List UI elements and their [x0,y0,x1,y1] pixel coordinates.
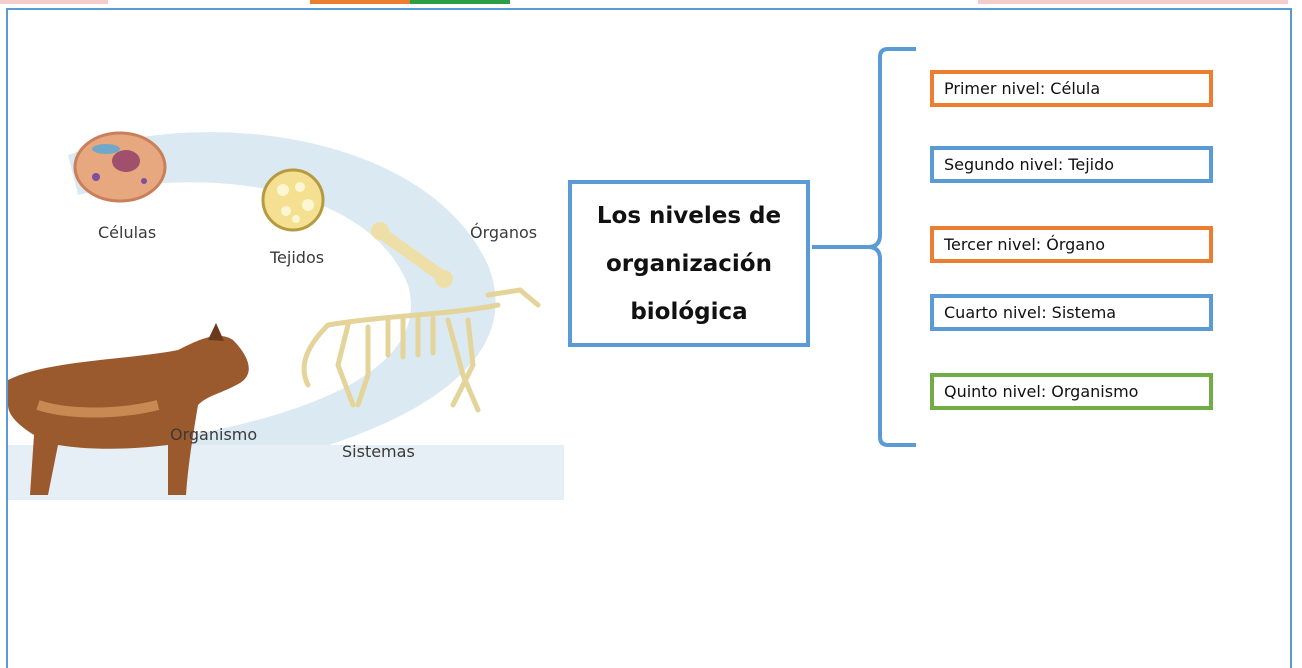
organization-illustration: Células Tejidos Órganos Organismo Sistem… [8,115,564,500]
cell-drawing [73,131,167,203]
illustration-graphic [8,131,564,500]
wolf-drawing [8,323,249,495]
label-organs: Órganos [470,223,538,242]
label-organism: Organismo [170,425,258,444]
level-text-3: Tercer nivel: Órgano [944,235,1106,254]
label-tissues: Tejidos [270,248,325,267]
level-box-5: Quinto nivel: Organismo [930,373,1213,410]
slide-frame [6,8,1292,668]
toolbar-tab-pink[interactable] [0,0,108,4]
label-systems: Sistemas [342,442,415,461]
level-box-2: Segundo nivel: Tejido [930,146,1213,183]
level-box-4: Cuarto nivel: Sistema [930,294,1213,331]
curly-brace [812,47,916,447]
toolbar-tab-orange[interactable] [310,0,410,4]
level-box-1: Primer nivel: Célula [930,70,1213,107]
title-line-2: organización [606,250,772,277]
level-text-1: Primer nivel: Célula [944,79,1101,98]
title-line-3: biológica [630,298,748,325]
level-text-4: Cuarto nivel: Sistema [944,303,1117,322]
bone-drawing [371,222,453,288]
skeleton-drawing [301,287,541,413]
toolbar-tab-green[interactable] [410,0,510,4]
tissue-drawing [261,168,325,232]
top-toolbar-strip [0,0,1302,4]
level-text-2: Segundo nivel: Tejido [944,155,1115,174]
level-text-5: Quinto nivel: Organismo [944,382,1139,401]
label-cells: Células [98,223,157,242]
title-line-1: Los niveles de [596,202,782,229]
level-box-3: Tercer nivel: Órgano [930,226,1213,263]
central-title-box: Los niveles de organización biológica [568,180,810,347]
toolbar-tab-pink-right[interactable] [978,0,1288,4]
